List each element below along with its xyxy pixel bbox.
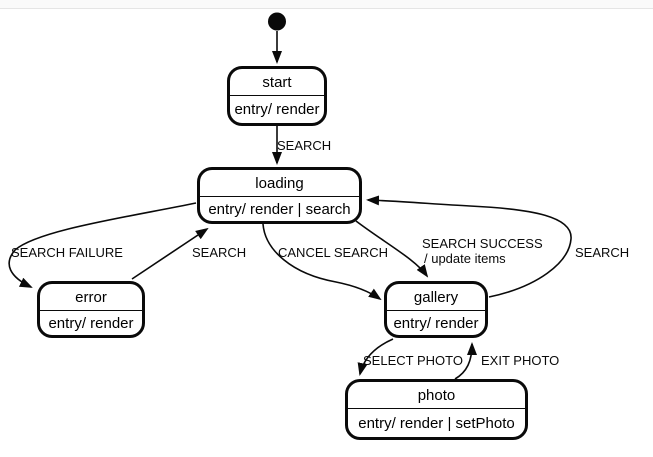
state-loading-title: loading	[255, 174, 304, 192]
page-top-divider	[0, 0, 653, 9]
state-error-title: error	[75, 288, 107, 306]
label-cancel-search: CANCEL SEARCH	[278, 245, 389, 260]
label-search-failure: SEARCH FAILURE	[11, 245, 123, 260]
initial-state-dot	[268, 12, 286, 31]
state-gallery-entry: entry/ render	[387, 310, 485, 335]
state-error-entry: entry/ render	[40, 310, 142, 335]
state-start-title: start	[262, 73, 292, 91]
state-gallery: gallery entry/ render	[384, 281, 488, 338]
state-photo-entry: entry/ render | setPhoto	[348, 408, 525, 437]
label-exit-photo: EXIT PHOTO	[481, 353, 560, 368]
edge-photo-to-gallery	[454, 342, 477, 380]
state-start-entry: entry/ render	[230, 95, 324, 123]
state-start: start entry/ render	[227, 66, 327, 126]
label-select-photo: SELECT PHOTO	[363, 353, 463, 368]
label-search-error-to-loading: SEARCH	[192, 245, 247, 260]
edge-loading-to-gallery-success	[355, 220, 429, 278]
edge-gallery-to-loading	[366, 195, 572, 298]
label-search-start-to-loading: SEARCH	[277, 138, 332, 153]
edge-gallery-to-photo	[357, 338, 394, 376]
label-search-success: SEARCH SUCCESS / update items	[422, 236, 543, 266]
label-search-success-event: SEARCH SUCCESS	[422, 236, 543, 251]
state-loading-entry: entry/ render | search	[200, 196, 359, 221]
state-photo-title: photo	[417, 386, 456, 404]
state-loading: loading entry/ render | search	[197, 167, 362, 224]
state-error: error entry/ render	[37, 281, 145, 338]
label-search-gallery-to-loading: SEARCH	[575, 245, 630, 260]
state-photo: photo entry/ render | setPhoto	[345, 379, 528, 440]
state-gallery-title: gallery	[413, 288, 459, 306]
label-search-success-action: / update items	[424, 251, 506, 266]
edge-loading-to-error	[8, 202, 197, 288]
edge-error-to-loading	[131, 227, 209, 280]
edge-loading-to-gallery-cancel	[262, 223, 382, 301]
